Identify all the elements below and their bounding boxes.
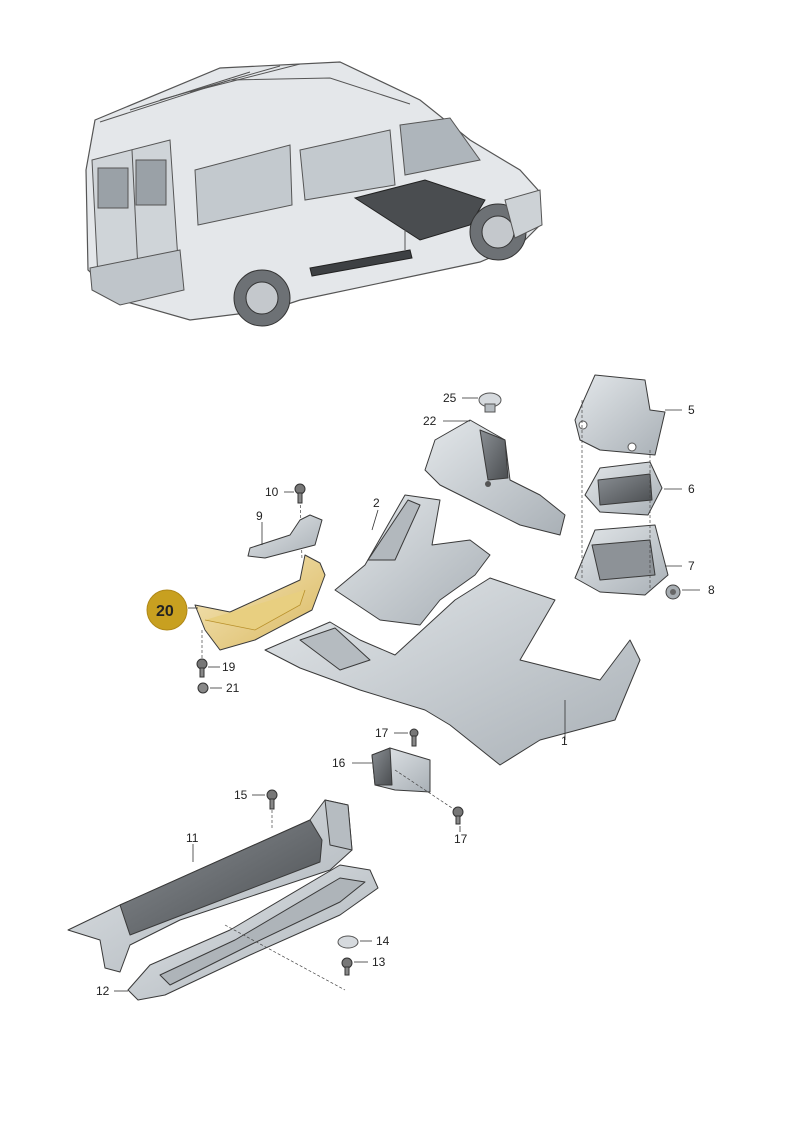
part-22-cover: 22 [423,414,566,536]
part-19-screw: 19 [196,658,236,678]
rear-wheel [233,269,291,327]
part-7-bracket: 7 [574,524,695,596]
label-1: 1 [561,734,568,748]
label-16: 16 [332,756,346,770]
part-11-side-trim: 11 [67,799,353,973]
rear-window-left [97,167,129,209]
label-8: 8 [708,583,715,597]
side-sill [309,249,413,277]
part-13-screw: 13 [341,955,386,976]
highlight-badge [146,589,188,631]
label-11: 11 [186,831,199,845]
label-17-top: 17 [375,726,389,740]
part-12-sill-trim: 12 [96,864,379,1001]
part-2-floor-mat-passenger: 2 [334,494,491,626]
label-9: 9 [256,509,263,523]
label-19: 19 [222,660,236,674]
part-17-screw-top: 17 [375,726,419,747]
label-5: 5 [688,403,695,417]
label-6: 6 [688,482,695,496]
label-2: 2 [373,496,380,510]
label-15: 15 [234,788,248,802]
label-17-bottom: 17 [454,832,468,846]
part-5-panel: 5 [574,374,695,456]
label-25: 25 [443,391,457,405]
side-window [194,144,293,226]
part-15-screw: 15 [234,788,278,810]
part-6-tray: 6 [584,461,695,516]
van-illustration [85,61,543,327]
front-bumper [504,189,543,239]
sliding-door-window [299,129,396,201]
part-16-bracket: 16 [332,747,431,793]
part-14-cap: 14 [337,934,390,949]
part-9-bracket: 9 [247,509,323,559]
part-21-clip: 21 [197,681,240,695]
part-8-nut: 8 [665,583,715,600]
label-14: 14 [376,934,390,948]
label-21: 21 [226,681,240,695]
part-10-screw: 10 [265,483,306,504]
part-1-floor-covering: 1 [264,577,641,766]
part-20-highlighted-trim: 20 [146,554,326,651]
label-20: 20 [156,603,174,620]
part-17-screw-bottom: 17 [452,806,468,846]
label-22: 22 [423,414,437,428]
cab-window [399,117,481,176]
label-12: 12 [96,984,110,998]
rear-window-right [135,159,167,206]
label-7: 7 [688,559,695,573]
part-25-cap: 25 [443,391,502,413]
label-13: 13 [372,955,386,969]
rear-bumper [89,249,185,306]
label-10: 10 [265,485,279,499]
